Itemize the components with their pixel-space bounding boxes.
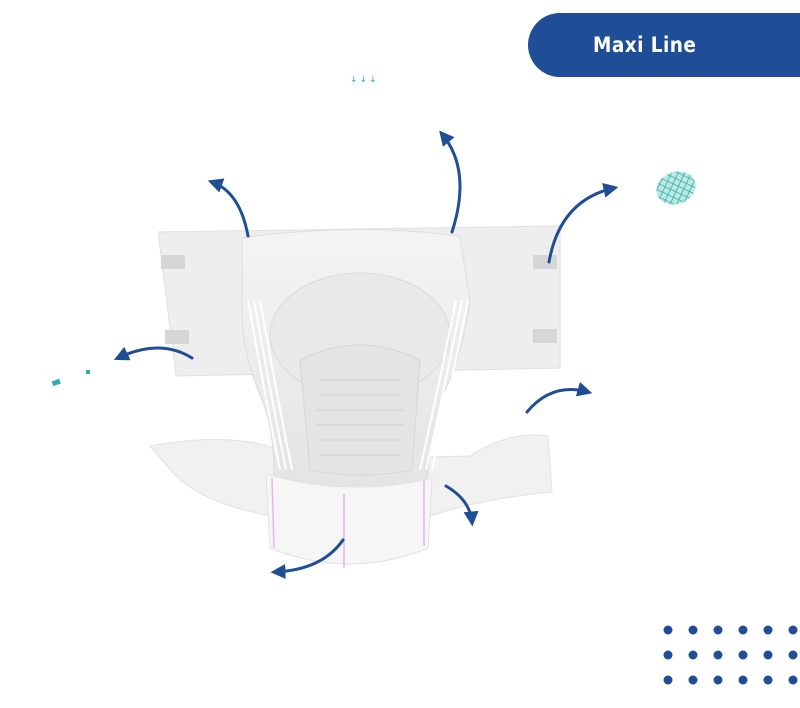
mesh-texture-icon [656,171,696,205]
product-line-label: Maxi Line [593,33,697,57]
annotation-arrow [113,346,194,361]
annotation-arrow [270,538,345,580]
annotation-arrow [207,178,250,238]
diaper-illustration [149,225,561,568]
annotation-arrow [525,381,593,414]
teal-dash-icon [51,370,90,387]
dot-grid [663,625,798,685]
annotation-arrow [444,484,479,527]
down-arrows-icon: ↓↓↓ [350,75,379,85]
annotation-arrow [439,130,462,234]
product-line-badge: Maxi Line [528,13,800,77]
annotation-arrow [547,182,619,264]
